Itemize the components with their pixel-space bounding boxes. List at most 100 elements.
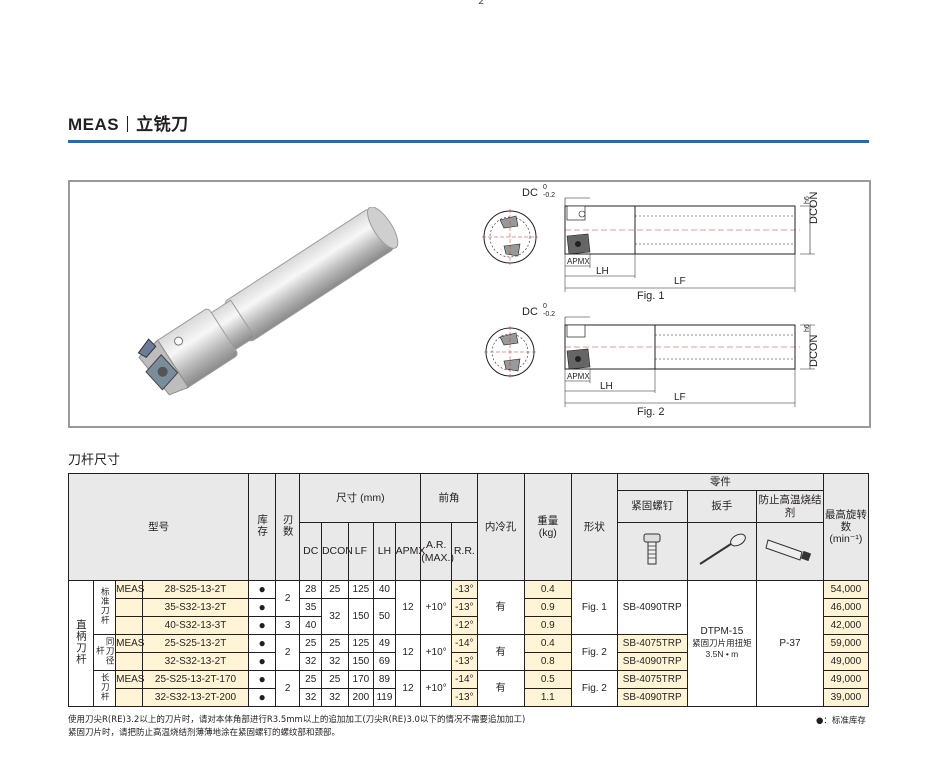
header-apmx: APMX	[394, 522, 425, 581]
group-prefix-blank	[115, 598, 143, 617]
stock-dot: ●	[248, 580, 276, 599]
rr-cell: -14°	[451, 670, 478, 689]
dcon-cell: 25	[320, 580, 349, 599]
apmx-cell: 12	[394, 634, 422, 671]
header-coolant: 内冷孔	[476, 473, 525, 581]
ar-cell: +10°	[420, 670, 453, 707]
header-parts: 零件	[616, 473, 824, 491]
lh-cell: 50	[373, 598, 396, 635]
title-divider	[127, 116, 129, 132]
dcon-cell: 25	[320, 634, 349, 653]
lf-cell: 170	[347, 670, 375, 689]
table-row-model: 32-S32-13-2T-200	[141, 688, 250, 707]
flutes-cell: 2	[274, 670, 301, 707]
apmx-cell: 12	[394, 580, 422, 635]
weight-cell: 0.9	[523, 616, 572, 635]
lf-cell: 125	[347, 580, 375, 599]
weight-cell: 0.4	[523, 580, 572, 599]
footnote-2: 紧固刀片时，请把防止高温烧结剂薄薄地涂在紧固螺钉的螺纹部和颈部。	[68, 728, 341, 738]
title-rule	[68, 140, 869, 143]
coolant-cell: 有	[476, 670, 525, 707]
header-dims: 尺寸 (mm)	[299, 473, 422, 523]
rr-cell: -12°	[451, 616, 478, 635]
stock-dot: ●	[248, 634, 276, 653]
group-prefix-blank	[115, 616, 143, 635]
max-speed-cell: 46,000	[822, 598, 870, 617]
header-angle: 前角	[420, 473, 478, 523]
group-prefix: MEAS	[115, 634, 144, 653]
header-dcon: DCON	[320, 522, 353, 581]
table-row-model: 25-S25-13-2T-170	[141, 670, 250, 689]
group-label-same-dia: 同刀径杆	[92, 634, 117, 671]
header-lh: LH	[373, 522, 396, 581]
fig2-lh-label: LH	[600, 381, 613, 392]
figure-box: DC 0 -0.2 DCON h6 APMX LH LF Fig. 1 DC 0	[68, 180, 871, 428]
shape-cell: Fig. 1	[570, 580, 618, 635]
coolant-cell: 有	[476, 580, 525, 635]
max-speed-cell: 49,000	[822, 652, 870, 671]
lf-cell: 150	[347, 598, 375, 635]
dcon-cell: 32	[320, 598, 349, 635]
group-prefix: MEAS	[115, 670, 144, 689]
rr-cell: -14°	[451, 634, 478, 653]
table-row-model: 35-S32-13-2T	[141, 598, 250, 617]
apmx-cell: 12	[394, 670, 422, 707]
lh-cell: 40	[373, 580, 396, 599]
header-wrench: 扳手	[686, 490, 758, 523]
dc-cell: 25	[299, 634, 322, 653]
lh-cell: 119	[373, 688, 396, 707]
weight-cell: 0.9	[523, 598, 572, 617]
screw-cell: SB-4090TRP	[616, 652, 688, 671]
fig2-apmx-label: APMX	[567, 372, 590, 381]
section-title: 刀杆尺寸	[68, 453, 121, 468]
product-category: 立铣刀	[136, 115, 189, 134]
stock-dot: ●	[248, 652, 276, 671]
dcon-cell: 32	[320, 688, 349, 707]
compound-cell: P-37	[756, 580, 824, 707]
fig1-dc-label: DC	[522, 187, 538, 199]
dcon-cell: 32	[320, 652, 349, 671]
weight-cell: 0.5	[523, 670, 572, 689]
lh-cell: 49	[373, 634, 396, 653]
screw-cell: SB-4075TRP	[616, 670, 688, 689]
fig2-dc-tol-bottom: -0.2	[543, 311, 556, 318]
flutes-cell: 2	[274, 634, 301, 671]
flutes-cell: 3	[274, 616, 301, 635]
group-label-standard: 标准刀杆	[92, 580, 117, 635]
fig1-drawing	[482, 197, 815, 292]
shape-cell: Fig. 2	[570, 670, 618, 707]
screw-cell: SB-4090TRP	[616, 688, 688, 707]
screw-icon	[616, 522, 688, 581]
header-model: 型号	[67, 473, 250, 581]
max-speed-cell: 59,000	[822, 634, 870, 653]
rr-cell: -13°	[451, 598, 478, 617]
ar-cell: +10°	[420, 634, 453, 671]
screw-cell: SB-4075TRP	[616, 634, 688, 653]
footnotes: 使用刀尖R(RE)3.2以上的刀片时，请对本体角部进行R3.5mm以上的追加加工…	[68, 714, 525, 740]
dc-cell: 32	[299, 652, 322, 671]
rr-cell: -13°	[451, 652, 478, 671]
ar-cell: +10°	[420, 580, 453, 635]
table-row-model: 32-S32-13-2T	[141, 652, 250, 671]
header-stock: 库存	[248, 473, 276, 581]
lf-cell: 200	[347, 688, 375, 707]
page-title: MEAS 立铣刀	[68, 110, 189, 135]
header-ar: A.R.(MAX.)	[420, 522, 454, 581]
coolant-cell: 有	[476, 634, 525, 671]
max-speed-cell: 49,000	[822, 670, 870, 689]
stock-dot: ●	[248, 670, 276, 689]
header-flutes: 刃数	[274, 473, 301, 581]
header-weight: 重量(kg)	[523, 473, 572, 581]
lf-cell: 125	[347, 634, 375, 653]
max-speed-cell: 39,000	[822, 688, 870, 707]
group-prefix: MEAS	[115, 580, 144, 599]
lf-cell: 150	[347, 652, 375, 671]
lh-cell: 89	[373, 670, 396, 689]
rr-cell: -13°	[451, 580, 478, 599]
header-compound: 防止高温烧结剂	[756, 490, 824, 523]
fig1-caption: Fig. 1	[637, 290, 665, 302]
dc-cell: 40	[299, 616, 322, 635]
group-prefix-blank	[115, 688, 143, 707]
header-max-speed: 最高旋转数(min⁻¹)	[822, 473, 870, 581]
product-name: MEAS	[68, 115, 120, 134]
